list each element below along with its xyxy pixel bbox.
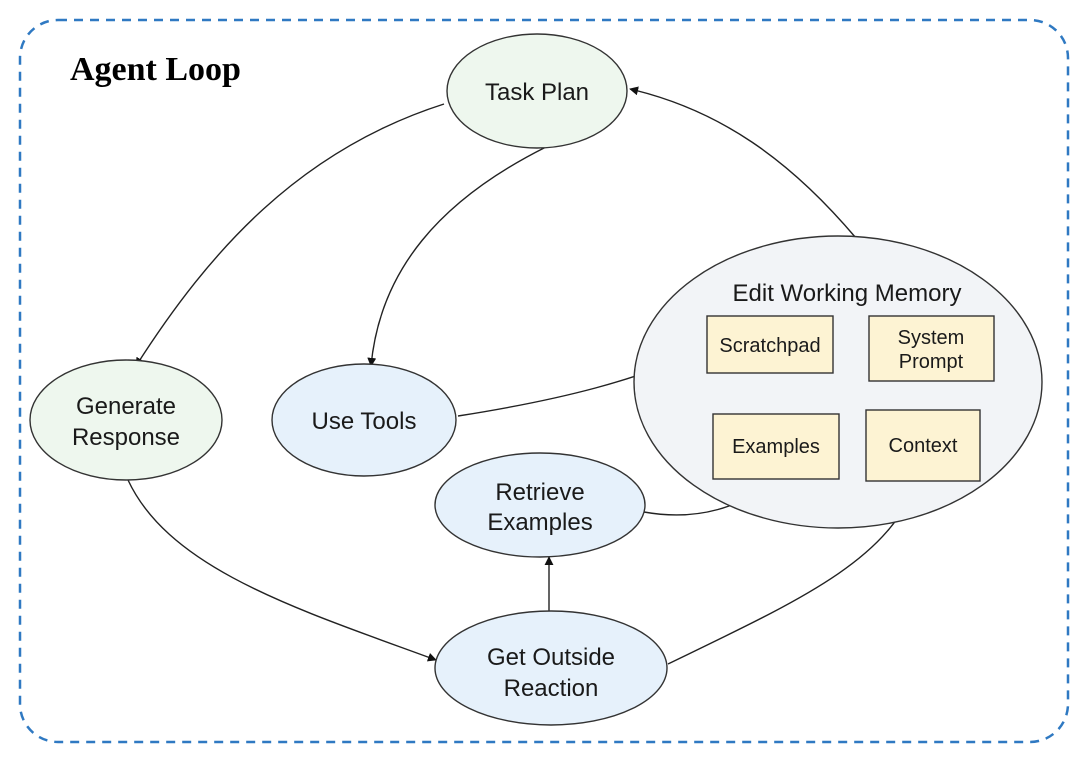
use-tools-label: Use Tools bbox=[312, 408, 417, 435]
task-plan-label: Task Plan bbox=[485, 79, 589, 106]
system-prompt-box: System Prompt bbox=[868, 315, 995, 382]
context-box: Context bbox=[865, 409, 981, 482]
get-outside-reaction-node: Get Outside Reaction bbox=[434, 610, 668, 726]
retrieve-examples-label-line2: Examples bbox=[487, 509, 592, 536]
scratchpad-box: Scratchpad bbox=[706, 315, 834, 374]
diagram-title: Agent Loop bbox=[70, 51, 241, 88]
retrieve-examples-node: Retrieve Examples bbox=[434, 452, 646, 558]
generate-response-label-line2: Response bbox=[72, 424, 180, 451]
use-tools-node: Use Tools bbox=[271, 363, 457, 477]
context-label: Context bbox=[889, 435, 958, 457]
edge-generate-response-to-get-outside-reaction bbox=[127, 479, 437, 662]
system-prompt-label-line2: Prompt bbox=[899, 351, 964, 373]
examples-box: Examples bbox=[712, 413, 840, 480]
retrieve-examples-label-line1: Retrieve bbox=[495, 479, 584, 506]
generate-response-node: Generate Response bbox=[29, 359, 223, 481]
get-outside-reaction-label-line1: Get Outside bbox=[487, 644, 615, 671]
working-memory-label: Edit Working Memory bbox=[733, 280, 962, 307]
edge-task-plan-to-use-tools bbox=[367, 146, 547, 367]
edge-working-memory-to-task-plan bbox=[629, 86, 857, 239]
edge-task-plan-to-generate-response bbox=[135, 103, 445, 367]
system-prompt-label-line1: System bbox=[898, 327, 965, 349]
scratchpad-label: Scratchpad bbox=[719, 335, 820, 357]
agent-loop-frame bbox=[18, 18, 1070, 744]
working-memory-region: Edit Working Memory Scratchpad System Pr… bbox=[633, 235, 1043, 529]
examples-label: Examples bbox=[732, 436, 820, 458]
task-plan-node: Task Plan bbox=[446, 33, 628, 149]
get-outside-reaction-label-line2: Reaction bbox=[504, 675, 599, 702]
generate-response-label-line1: Generate bbox=[76, 393, 176, 420]
